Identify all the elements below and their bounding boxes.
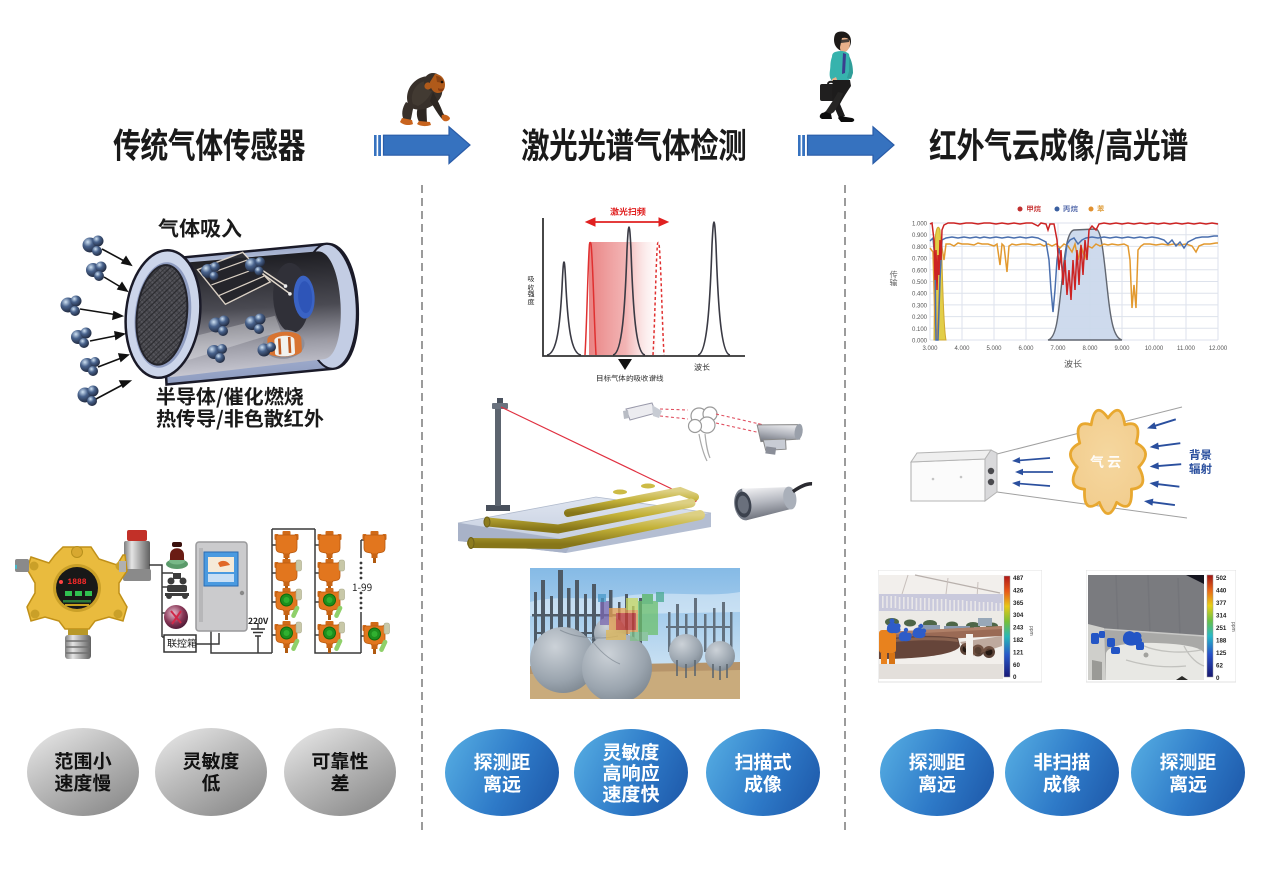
svg-text:243: 243 [1013,625,1024,632]
svg-text:60: 60 [1013,662,1020,669]
svg-text:365: 365 [1013,600,1024,607]
svg-text:甲烷: 甲烷 [1026,204,1042,215]
svg-text:426: 426 [1013,587,1024,594]
svg-text:ppm: ppm [1028,626,1034,636]
svg-text:251: 251 [1216,625,1227,632]
svg-text:3.000: 3.000 [922,346,938,352]
svg-text:12.000: 12.000 [1209,346,1228,352]
svg-text:5.000: 5.000 [986,346,1002,352]
svg-text:62: 62 [1216,663,1223,670]
svg-text:10.000: 10.000 [1145,346,1164,352]
svg-text:304: 304 [1013,612,1024,619]
svg-text:1.000: 1.000 [912,222,928,228]
svg-text:182: 182 [1013,637,1024,644]
svg-text:8.000: 8.000 [1082,346,1098,352]
svg-text:4.000: 4.000 [954,346,970,352]
svg-text:ppm: ppm [1230,622,1236,632]
svg-text:1888: 1888 [67,578,86,587]
svg-text:丙烷: 丙烷 [1063,204,1079,215]
svg-text:11.000: 11.000 [1177,346,1196,352]
svg-text:377: 377 [1216,600,1227,607]
svg-text:502: 502 [1216,575,1227,582]
svg-text:0: 0 [1216,675,1220,682]
svg-text:440: 440 [1216,588,1227,595]
svg-text:0: 0 [1013,674,1017,681]
svg-text:6.000: 6.000 [1018,346,1034,352]
svg-text:0.400: 0.400 [912,292,928,298]
svg-text:121: 121 [1013,649,1024,656]
svg-text:0.700: 0.700 [912,257,928,263]
svg-text:0.100: 0.100 [912,327,928,333]
svg-text:125: 125 [1216,650,1227,657]
svg-text:0.800: 0.800 [912,245,928,251]
svg-text:9.000: 9.000 [1114,346,1130,352]
svg-text:7.000: 7.000 [1050,346,1066,352]
svg-text:188: 188 [1216,638,1227,645]
svg-text:487: 487 [1013,575,1024,582]
svg-text:0.300: 0.300 [912,303,928,309]
svg-text:0.600: 0.600 [912,268,928,274]
svg-text:0.000: 0.000 [912,339,928,345]
svg-text:314: 314 [1216,613,1227,620]
svg-text:0.900: 0.900 [912,233,928,239]
svg-text:0.500: 0.500 [912,280,928,286]
svg-text:0.200: 0.200 [912,315,928,321]
svg-text:苯: 苯 [1097,204,1105,215]
